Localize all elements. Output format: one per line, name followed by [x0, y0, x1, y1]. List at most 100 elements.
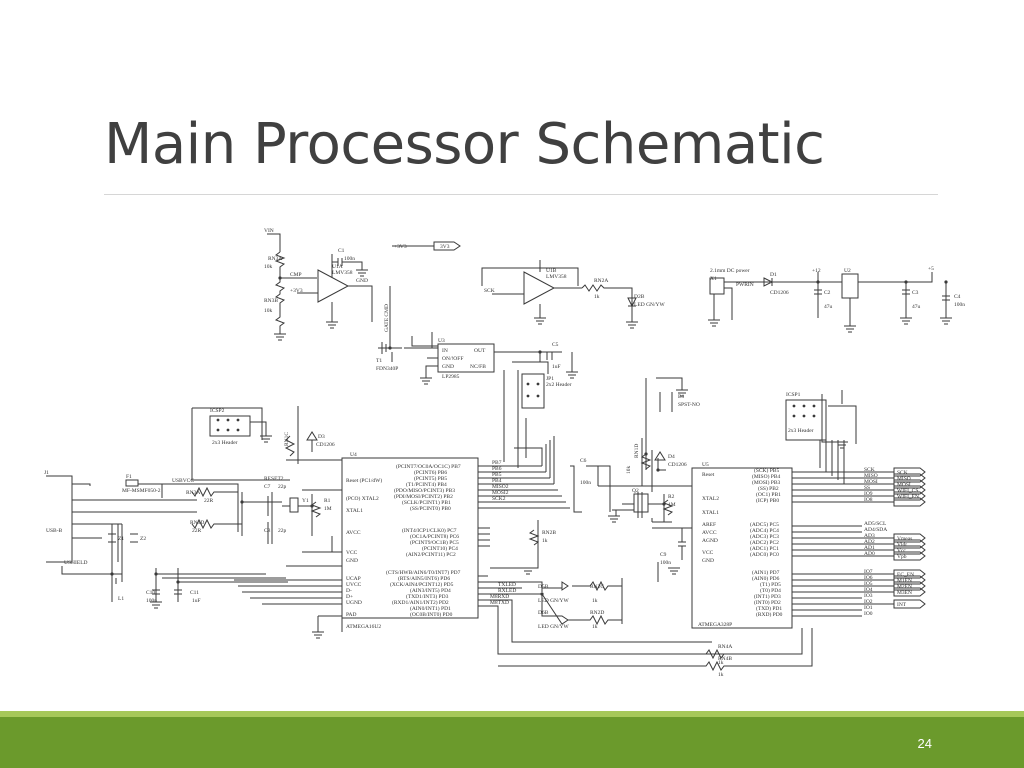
label-cd1206: CD1206 — [770, 290, 789, 296]
label-pwrin: PWRIN — [736, 282, 754, 288]
label-c6: C6 — [580, 458, 587, 464]
label-1k: 1k — [592, 598, 598, 604]
label-d3: D3 — [318, 434, 325, 440]
label-c7: C7 — [264, 484, 271, 490]
label-pd2-fn: (RXD1/AIN1/INT2) PD2 — [392, 599, 449, 606]
label-pd3-fn: (TXD1/INT3) PD3 — [406, 593, 449, 600]
label-pc5-fn: (PCINT9/OC1B) PC5 — [410, 539, 459, 546]
label-l1: L1 — [118, 596, 124, 602]
label-cmp: CMP — [290, 272, 302, 278]
schematic-labels: VIN RN3A 10k 10k RN3B CMP +3V3 U1A LMV35… — [44, 228, 965, 678]
label-xtal2: XTAL2 — [702, 496, 719, 502]
label-net-sck2: SCK2 — [492, 496, 506, 502]
label-net-io1: IO1 — [864, 605, 873, 611]
label-pb5-sck: (SCK) PB5 — [754, 467, 779, 474]
label-pb4-miso: (MISO) PB4 — [752, 473, 781, 480]
label-net-txled: TXLED — [498, 582, 516, 588]
label-r1: R1 — [324, 498, 331, 504]
label-uvcc: UVCC — [346, 582, 362, 588]
label-pc1-adc1: (ADC1) PC1 — [750, 545, 779, 552]
label-u2: U2 — [844, 268, 851, 274]
label-reset: Reset — [702, 472, 715, 478]
label-pb2-fn: (PDI/MOSI/PCINT2) PB2 — [394, 493, 453, 500]
label-atmega16u2: ATMEGA16U2 — [346, 624, 381, 630]
label-net-io2: IO2 — [864, 599, 873, 605]
label-12v: +12 — [812, 268, 821, 274]
label-out: OUT — [474, 348, 486, 354]
label-icsp1: ICSP1 — [786, 392, 801, 398]
label-net-io9: IO9 — [864, 491, 873, 497]
label-on-off: ON/!OFF — [442, 356, 463, 362]
label-u1b: U1B — [546, 268, 557, 274]
label-z1: Z1 — [118, 536, 124, 542]
label-net-miso2: MISO2 — [492, 484, 509, 490]
label-c5: C5 — [552, 342, 559, 348]
label-pc0-adc0: (ADC0) PC0 — [750, 551, 779, 558]
label-c2: C2 — [824, 290, 831, 296]
label-net-io8: IO8 — [864, 497, 873, 503]
label-in: IN — [442, 348, 448, 354]
label-jp1: JP1 — [546, 376, 554, 382]
label-xtal2-pin: (PCO) XTAL2 — [346, 495, 379, 502]
label-rn3a: RN3A — [268, 256, 282, 262]
label-pd5-t1: (T1) PD5 — [760, 581, 781, 588]
slide-title: Main Processor Schematic — [104, 112, 825, 177]
label-led: LED GN/YW — [634, 302, 666, 308]
label-sck: SCK — [484, 288, 495, 294]
label-pc3-adc3: (ADC3) PC3 — [750, 533, 779, 540]
label-pd6-fn: (RTS/AIN5/INT6) PD6 — [398, 575, 450, 582]
label-rn1c: RN1C — [284, 432, 290, 446]
label-3v3: +3V3 — [290, 288, 303, 294]
label-pd0-fn: (OC0B/INT0) PD0 — [410, 611, 453, 618]
label-d6b: D6B — [538, 610, 549, 616]
label-b1: B1 — [678, 394, 685, 400]
label-d4: D4 — [668, 454, 675, 460]
label-j1: J1 — [44, 470, 49, 476]
label-d1: D1 — [770, 272, 777, 278]
label-dc-power: 2.1mm DC power — [710, 268, 750, 274]
label-net-ad1: AD1 — [864, 545, 875, 551]
label-lp2985: LP2985 — [442, 374, 460, 380]
label-ushield: USHIELD — [64, 560, 88, 566]
label-pd3-int1: (INT1) PD3 — [754, 593, 781, 600]
label-pd4-fn: (AIN3/INT5) PD4 — [410, 587, 451, 594]
flag-vldr: Vldr — [897, 542, 907, 548]
label-pb7-fn: (PCINT7/OC0A/OC1C) PB7 — [396, 463, 461, 470]
label-d-minus: D- — [346, 588, 352, 594]
label-10k: 10k — [264, 264, 273, 270]
label-3v3-flag: 3V3 — [440, 244, 450, 250]
label-u5: U5 — [702, 462, 709, 468]
label-q2: Q2 — [632, 488, 639, 494]
label-vcc: VCC — [346, 550, 358, 556]
label-ugnd: UGND — [346, 600, 362, 606]
label-pd5-fn: (XCK/AIN4/PCINT12) PD5 — [390, 581, 454, 588]
label-led: LED GN/YW — [538, 598, 570, 604]
flag-m3en: M3EN — [897, 590, 912, 596]
label-rn2b: RN2B — [542, 530, 556, 536]
label-pc2-fn: (AIN2/PCINT11) PC2 — [406, 551, 456, 558]
label-1m: 1M — [668, 502, 676, 508]
label-r2: R2 — [668, 494, 675, 500]
label-fuse: MF-MSMF050-2 — [122, 488, 161, 494]
label-net-io4: IO4 — [864, 587, 873, 593]
label-10k: 10k — [626, 466, 632, 475]
label-reset-pin: Reset (PC1/dW) — [346, 477, 382, 484]
label-usbvcc: USBVCC — [172, 478, 194, 484]
label-47u: 47u — [912, 304, 921, 310]
label-pb1-oc1: (OC1) PB1 — [756, 491, 781, 498]
label-22r: 22R — [204, 498, 214, 504]
label-pb0-fn: (SS/PCINT0) PB0 — [410, 505, 451, 512]
label-pd6-ain0: (AIN0) PD6 — [752, 575, 780, 582]
label-rn2c: RN2C — [590, 584, 604, 590]
label-c9: C9 — [660, 552, 667, 558]
label-net-ad5: AD5/SCL — [864, 521, 887, 527]
label-net-mosi: MOSI — [864, 479, 878, 485]
label-pad: PAD — [346, 612, 357, 618]
label-net-io6: IO6 — [864, 575, 873, 581]
label-d-plus: D+ — [346, 594, 353, 600]
label-3v3: +3V3 — [394, 244, 407, 250]
label-net-m8rxd: M8RXD — [490, 594, 509, 600]
label-rn4a: RN4A — [718, 644, 732, 650]
flag-m2en: M2EN — [897, 584, 912, 590]
label-net-pb5: PB5 — [492, 472, 502, 478]
